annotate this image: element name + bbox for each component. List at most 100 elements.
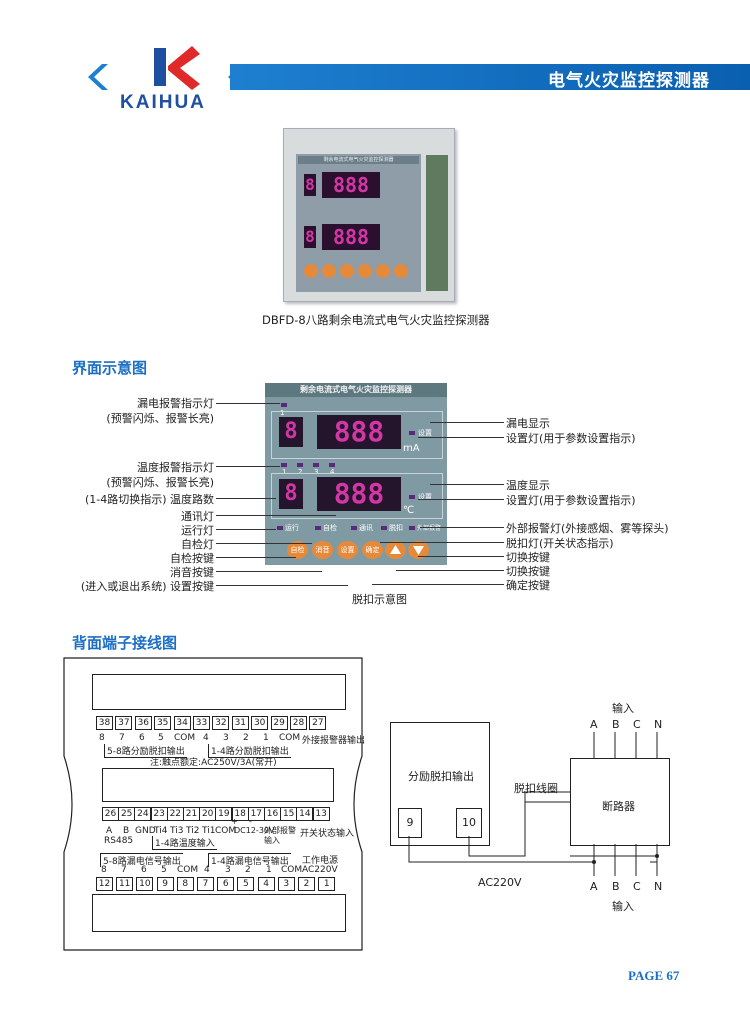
panel-title: 剩余电流式电气火灾监控探测器 (265, 383, 447, 397)
terminal-34: 34 (173, 716, 191, 730)
comm-label: 通讯 (359, 524, 373, 532)
ext-alarm-label: 外部报警 (417, 525, 442, 532)
terminal-9: 9 (398, 808, 422, 838)
label-comm-led: 通讯灯 (181, 510, 214, 523)
section-title-wiring: 背面端子接线图 (72, 634, 178, 652)
selftest-button[interactable]: 自检 (287, 541, 308, 559)
run-label: 运行 (285, 524, 299, 532)
terminal-24: 24 (134, 807, 152, 821)
terminal-15: 15 (280, 807, 298, 821)
phase-top-n: N (654, 718, 663, 731)
rear-window-top (92, 674, 346, 710)
device-leak-digits: 888 (322, 172, 380, 198)
row3-group-b: 1-4路漏电信号输出 (208, 853, 291, 867)
confirm-button[interactable]: 确定 (362, 541, 383, 559)
terminal-13: 13 (312, 807, 330, 821)
terminal-5: 5 (237, 877, 255, 891)
terminal-32: 32 (212, 716, 230, 730)
leader-line (216, 515, 336, 516)
row1-group-a: 5-8路分励脱扣输出 (104, 744, 187, 758)
leader-line (216, 403, 280, 404)
up-button[interactable] (385, 541, 406, 559)
leak-set-label: 设置 (418, 429, 432, 437)
mute-button[interactable]: 消音 (312, 541, 333, 559)
terminal-6: 6 (217, 877, 235, 891)
selftest-label: 自检 (323, 524, 337, 532)
terminal-20: 20 (199, 807, 217, 821)
label-temp-alarm-note: (预警闪烁、报警长亮) (106, 476, 214, 489)
breaker-box (570, 758, 670, 846)
terminal-10: 10 (136, 877, 154, 891)
top-channel-label: 1 (280, 409, 285, 417)
trip-label: 脱扣 (389, 524, 403, 532)
set-button[interactable]: 设置 (337, 541, 358, 559)
terminal-38: 38 (96, 716, 113, 730)
temp-ch-2: 2 (298, 468, 303, 476)
leader-line (216, 529, 276, 530)
indicator-row: 运行 自检 通讯 脱扣 外部报警 (271, 523, 447, 533)
terminal-14: 14 (296, 807, 314, 821)
leader-line (216, 543, 312, 544)
phase-bottom-b: B (612, 880, 620, 893)
terminal-8: 8 (176, 877, 194, 891)
selftest-led (315, 526, 321, 530)
label-switch-button-2: 切换按键 (506, 565, 550, 578)
leak-display-frame (271, 411, 443, 459)
leader-line (396, 570, 504, 571)
device-photo: 剩余电流式电气火灾监控探测器 8 888 8 888 (283, 128, 455, 302)
terminal-1: 1 (318, 877, 336, 891)
terminal-37: 37 (115, 716, 133, 730)
label-temp-alarm-led: 温度报警指示灯 (137, 461, 214, 474)
temp-unit: ℃ (403, 505, 415, 516)
label-switch-button-1: 切换按键 (506, 551, 550, 564)
terminal-36: 36 (134, 716, 152, 730)
label-confirm-button: 确定按键 (506, 579, 550, 592)
temp-ch-4: 4 (330, 468, 335, 476)
arrow-up-icon (390, 545, 401, 554)
title-bar: 电气火灾监控探测器 (230, 64, 750, 91)
row1-note: 注:触点额定:AC250V/3A(常开) (150, 758, 277, 768)
terminal-22: 22 (166, 807, 184, 821)
label-temp-set-led: 设置灯(用于参数设置指示) (506, 494, 636, 507)
row3-power: 工作电源 (302, 856, 339, 866)
terminal-29: 29 (270, 716, 288, 730)
temp-channel-digit: 8 (279, 479, 303, 509)
label-ext-alarm-led: 外部报警灯(外接感烟、雾等探头) (506, 522, 669, 535)
terminal-23: 23 (150, 807, 168, 821)
terminal-26: 26 (102, 807, 119, 821)
terminal-4: 4 (257, 877, 275, 891)
leak-set-led (409, 431, 415, 435)
row1-group-b: 1-4路分励脱扣输出 (208, 744, 291, 758)
label-mute-button: 消音按键 (170, 566, 214, 579)
temp-set-led (409, 495, 415, 499)
terminal-9: 9 (156, 877, 174, 891)
panel-diagram: 剩余电流式电气火灾监控探测器 1 8 888 设置 mA 1 2 3 4 8 8… (265, 383, 447, 565)
label-run-led: 运行灯 (181, 524, 214, 537)
logo-mark-icon (154, 46, 200, 90)
label-selftest-button: 自检按键 (170, 552, 214, 565)
label-trip-led: 脱扣灯(开关状态指示) (506, 537, 614, 550)
phase-bottom-c: C (633, 880, 641, 893)
input-bottom-label: 输入 (612, 900, 634, 913)
phase-top-c: C (633, 718, 641, 731)
leader-line (420, 527, 504, 528)
terminal-19: 19 (215, 807, 233, 821)
device-channel-digit: 8 (304, 174, 316, 196)
leader-line (430, 422, 504, 423)
label-temp-channel: (1-4路切换指示) 温度路数 (84, 493, 214, 506)
down-button[interactable] (408, 541, 429, 559)
section-title-interface: 界面示意图 (72, 359, 148, 377)
terminal-31: 31 (231, 716, 249, 730)
rear-panel-outline (63, 657, 363, 951)
temp-led-1 (281, 463, 287, 467)
leader-line (380, 542, 504, 543)
rear-window-bottom (92, 894, 346, 932)
breaker-label: 断路器 (602, 800, 635, 813)
brand-name: KAIHUA (120, 92, 206, 113)
row2-minus: - (249, 817, 252, 826)
arrow-down-icon (413, 546, 424, 555)
page-title: 电气火灾监控探测器 (548, 71, 710, 91)
temp-set-label: 设置 (418, 493, 432, 501)
terminal-33: 33 (193, 716, 210, 730)
leader-line (216, 557, 296, 558)
